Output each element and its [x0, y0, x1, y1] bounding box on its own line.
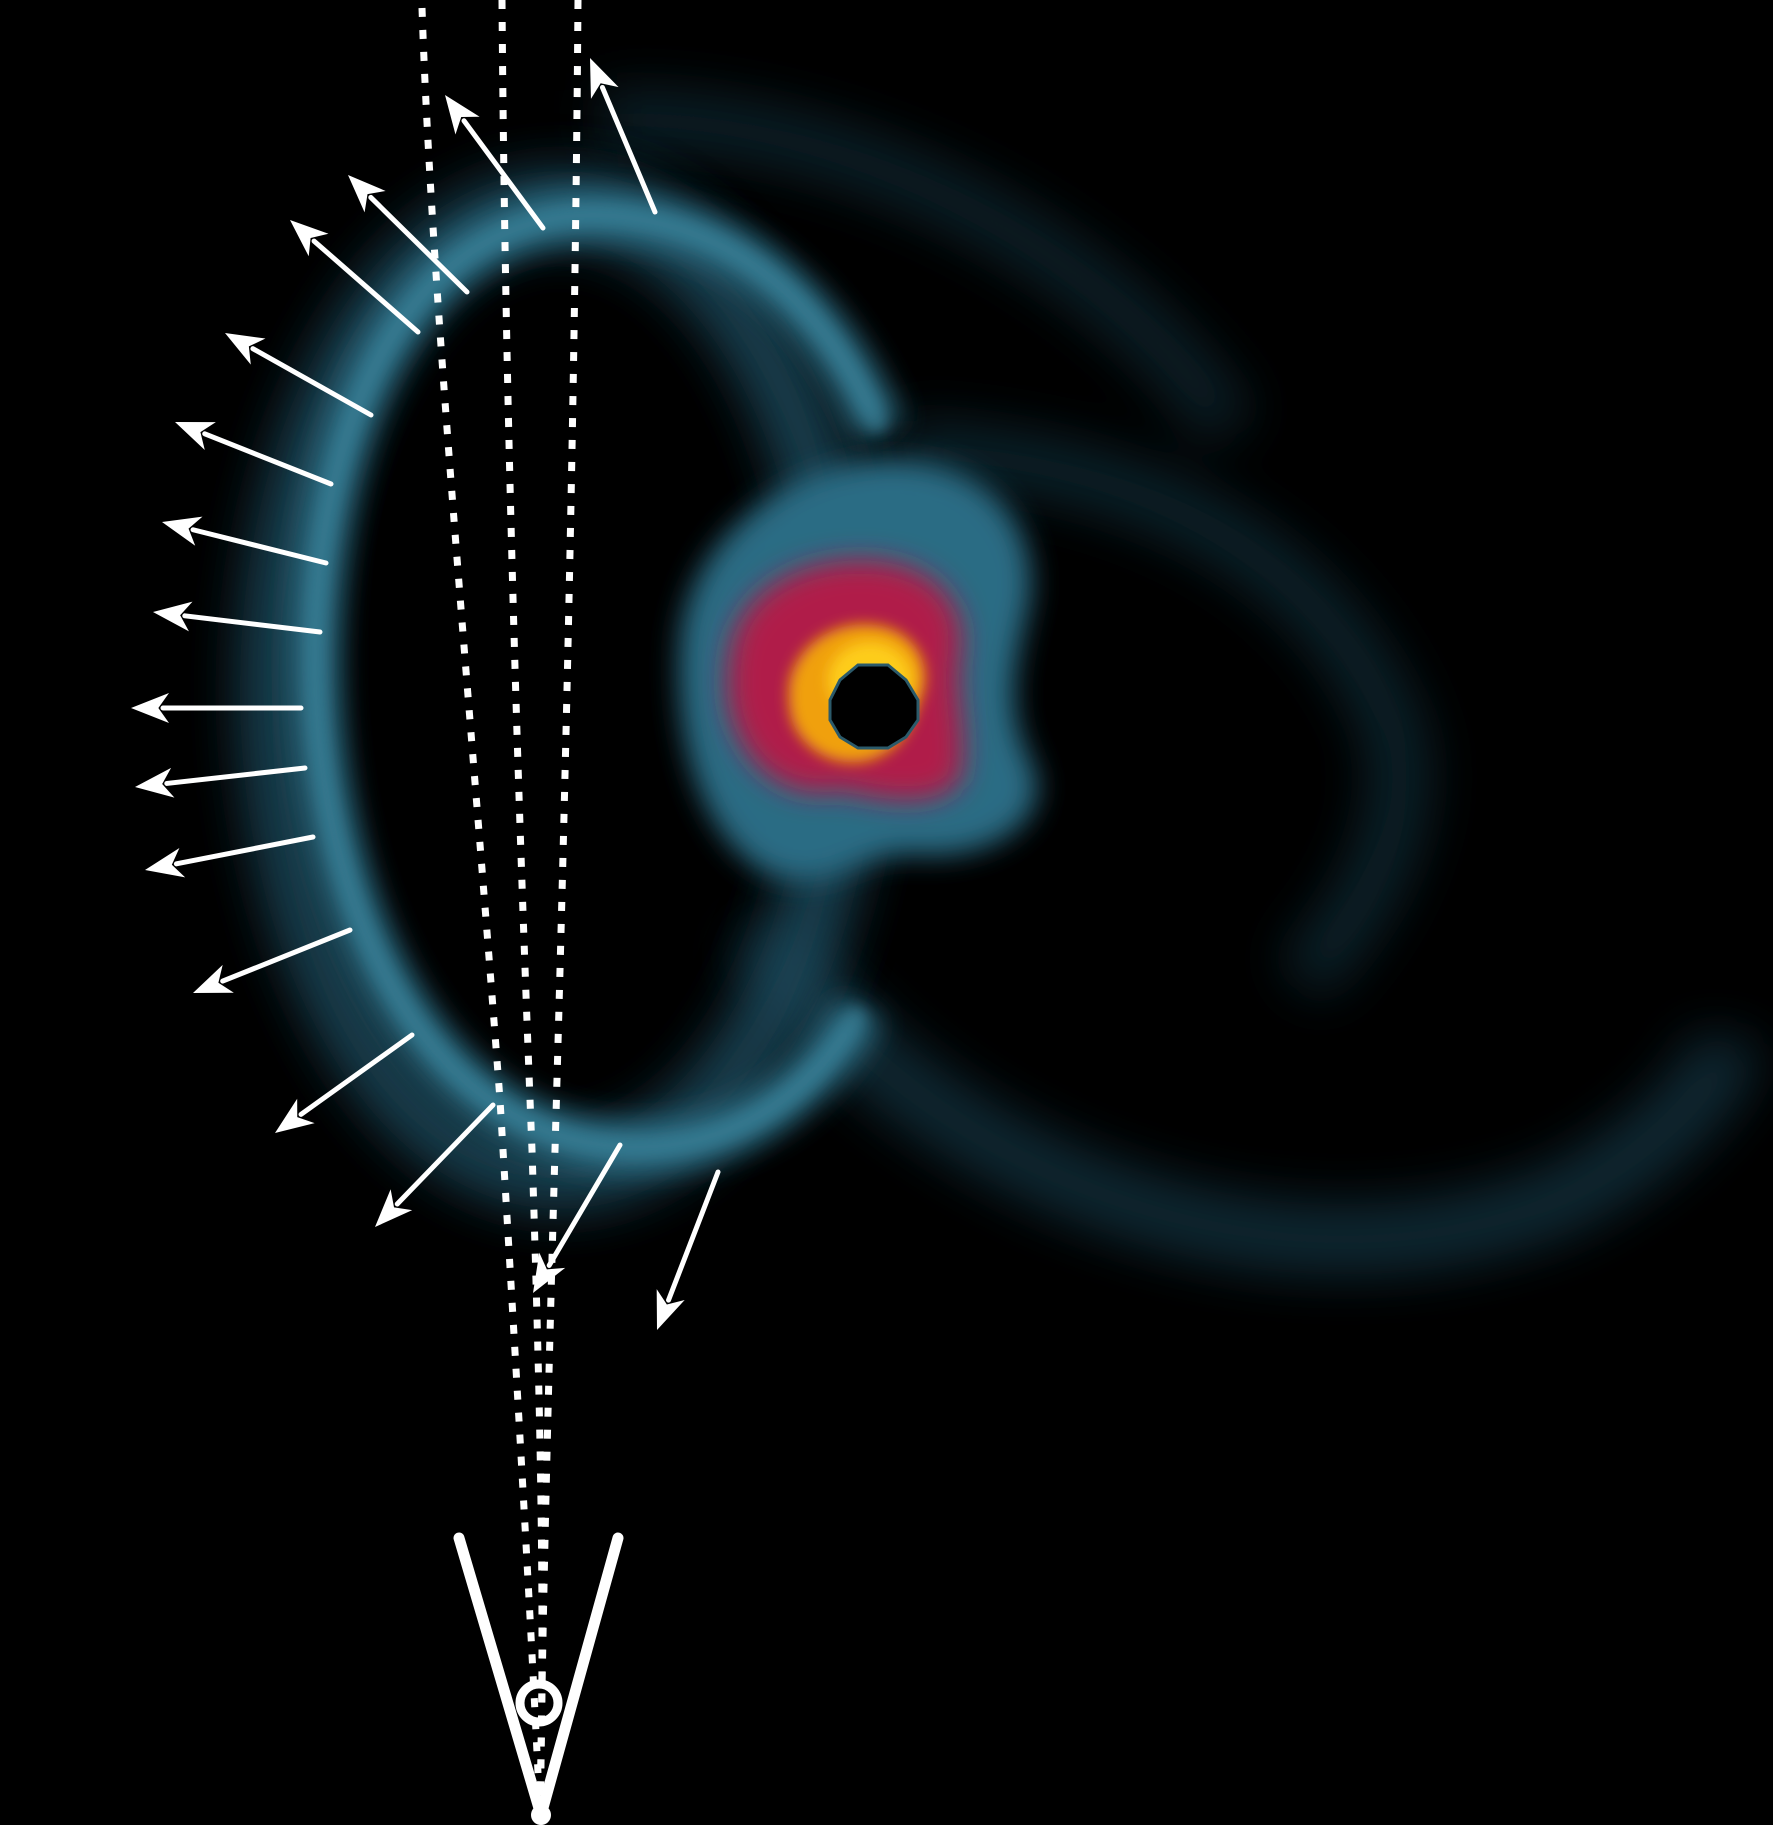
- velocity-arrow: [656, 1169, 721, 1330]
- arrow-shaft: [461, 118, 546, 231]
- velocity-arrows: [131, 58, 721, 1330]
- velocity-arrow: [445, 95, 546, 231]
- arrow-head: [275, 1098, 315, 1133]
- velocity-arrow: [275, 1032, 415, 1133]
- arrow-head: [162, 516, 203, 546]
- velocity-arrow: [375, 1102, 496, 1227]
- spiral-tail: [598, 89, 1764, 1275]
- arrow-shaft: [394, 1102, 496, 1207]
- velocity-arrow: [193, 927, 353, 993]
- arrow-shaft: [202, 431, 334, 487]
- compact-core: [828, 663, 920, 750]
- arrow-shaft: [368, 194, 470, 295]
- velocity-arrow: [175, 422, 334, 487]
- arrow-head: [348, 175, 386, 213]
- arrow-head: [175, 422, 216, 450]
- arrow-shaft: [164, 765, 308, 786]
- arrow-shaft: [220, 927, 353, 984]
- arrow-head: [135, 767, 175, 798]
- arrow-shaft: [599, 84, 658, 215]
- arrow-head: [225, 333, 266, 365]
- arrow-shaft: [298, 1032, 415, 1117]
- velocity-arrow: [348, 175, 470, 295]
- arrow-head: [533, 1252, 566, 1293]
- arrow-head: [193, 964, 234, 993]
- arrow-shaft: [546, 1142, 623, 1268]
- velocity-arrow: [290, 220, 421, 335]
- arrow-shaft: [311, 238, 421, 335]
- arrow-head: [153, 601, 193, 632]
- velocity-arrow: [135, 765, 308, 798]
- velocity-arrow: [131, 693, 304, 723]
- arrow-shaft: [666, 1169, 721, 1303]
- eye-icon: [453, 1532, 624, 1825]
- hot-core: [678, 459, 1038, 880]
- arrow-head: [445, 95, 480, 135]
- arrow-head: [131, 693, 169, 723]
- sight-line-middle: [498, 0, 546, 1816]
- velocity-arrow: [145, 834, 316, 878]
- velocity-arrow: [162, 516, 329, 566]
- velocity-arrow: [590, 58, 658, 215]
- sight-line-left: [418, 7, 544, 1816]
- arrow-head: [290, 220, 329, 257]
- sight-lines: [418, 0, 582, 1816]
- arrow-head: [375, 1189, 413, 1227]
- velocity-arrow: [153, 601, 323, 635]
- arrow-shaft: [182, 613, 323, 635]
- velocity-arrow: [533, 1142, 623, 1293]
- sight-line-right: [536, 0, 582, 1816]
- arrow-head: [590, 58, 619, 99]
- arrow-head: [145, 847, 186, 878]
- arrow-shaft: [250, 346, 374, 418]
- arrow-head: [656, 1289, 685, 1330]
- arrow-shaft: [190, 527, 329, 566]
- velocity-arrow: [225, 333, 374, 418]
- arrow-shaft: [173, 834, 316, 867]
